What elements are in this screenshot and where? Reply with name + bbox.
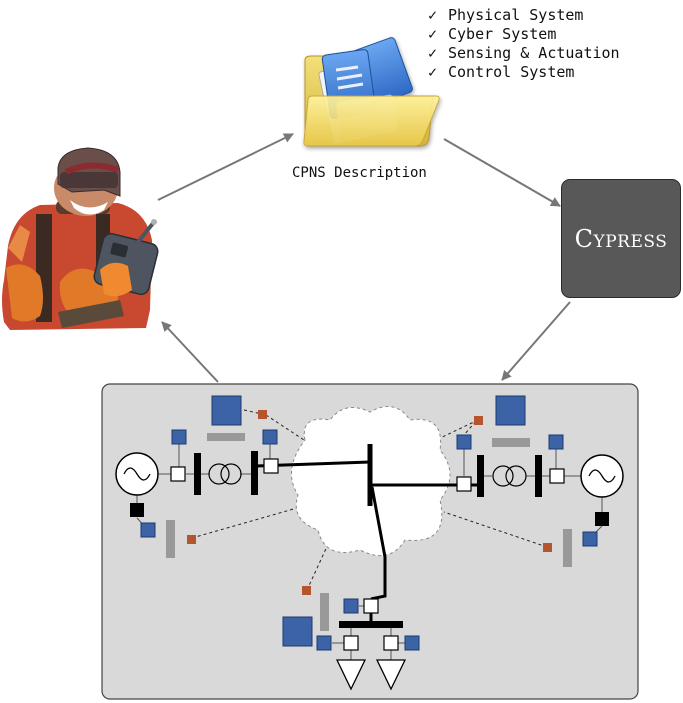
arrow-system-to-operator [161,321,219,383]
communication-links [191,409,548,591]
system-panel [101,383,639,700]
load-icon [335,659,407,691]
folder-icon [303,37,440,147]
operator-figure [2,147,159,330]
checklist-label: Sensing & Actuation [448,44,620,62]
arrow-operator-to-description [157,133,294,201]
measurement-bars [166,433,572,631]
check-icon: ✓ [428,44,438,62]
checklist-label: Cyber System [448,25,557,43]
checklist-item-control-system: ✓ Control System [428,63,620,82]
check-icon: ✓ [428,25,438,43]
cypress-label: Cypress [574,224,668,253]
cpns-description-label: CPNS Description [292,165,427,181]
generator-icon [115,452,159,496]
transformer-icon [208,463,242,485]
checklist-item-sensing-actuation: ✓ Sensing & Actuation [428,44,620,63]
arrow-description-to-cypress [443,138,561,207]
checklist-item-physical-system: ✓ Physical System [428,6,620,25]
sensor-nodes [140,395,598,651]
check-icon: ✓ [428,63,438,81]
arrow-cypress-to-system [501,301,571,381]
cypress-tool-box: Cypress [561,179,681,298]
actuator-nodes [130,503,609,526]
checklist-item-cyber-system: ✓ Cyber System [428,25,620,44]
description-checklist: ✓ Physical System ✓ Cyber System ✓ Sensing … [428,6,620,82]
bus-bars [194,451,542,628]
transformer-icon [492,465,527,487]
checklist-label: Control System [448,63,575,81]
generator-icon [580,454,624,498]
checklist-label: Physical System [448,6,584,24]
breaker-nodes [170,458,565,651]
check-icon: ✓ [428,6,438,24]
comm-endpoints [187,410,552,595]
